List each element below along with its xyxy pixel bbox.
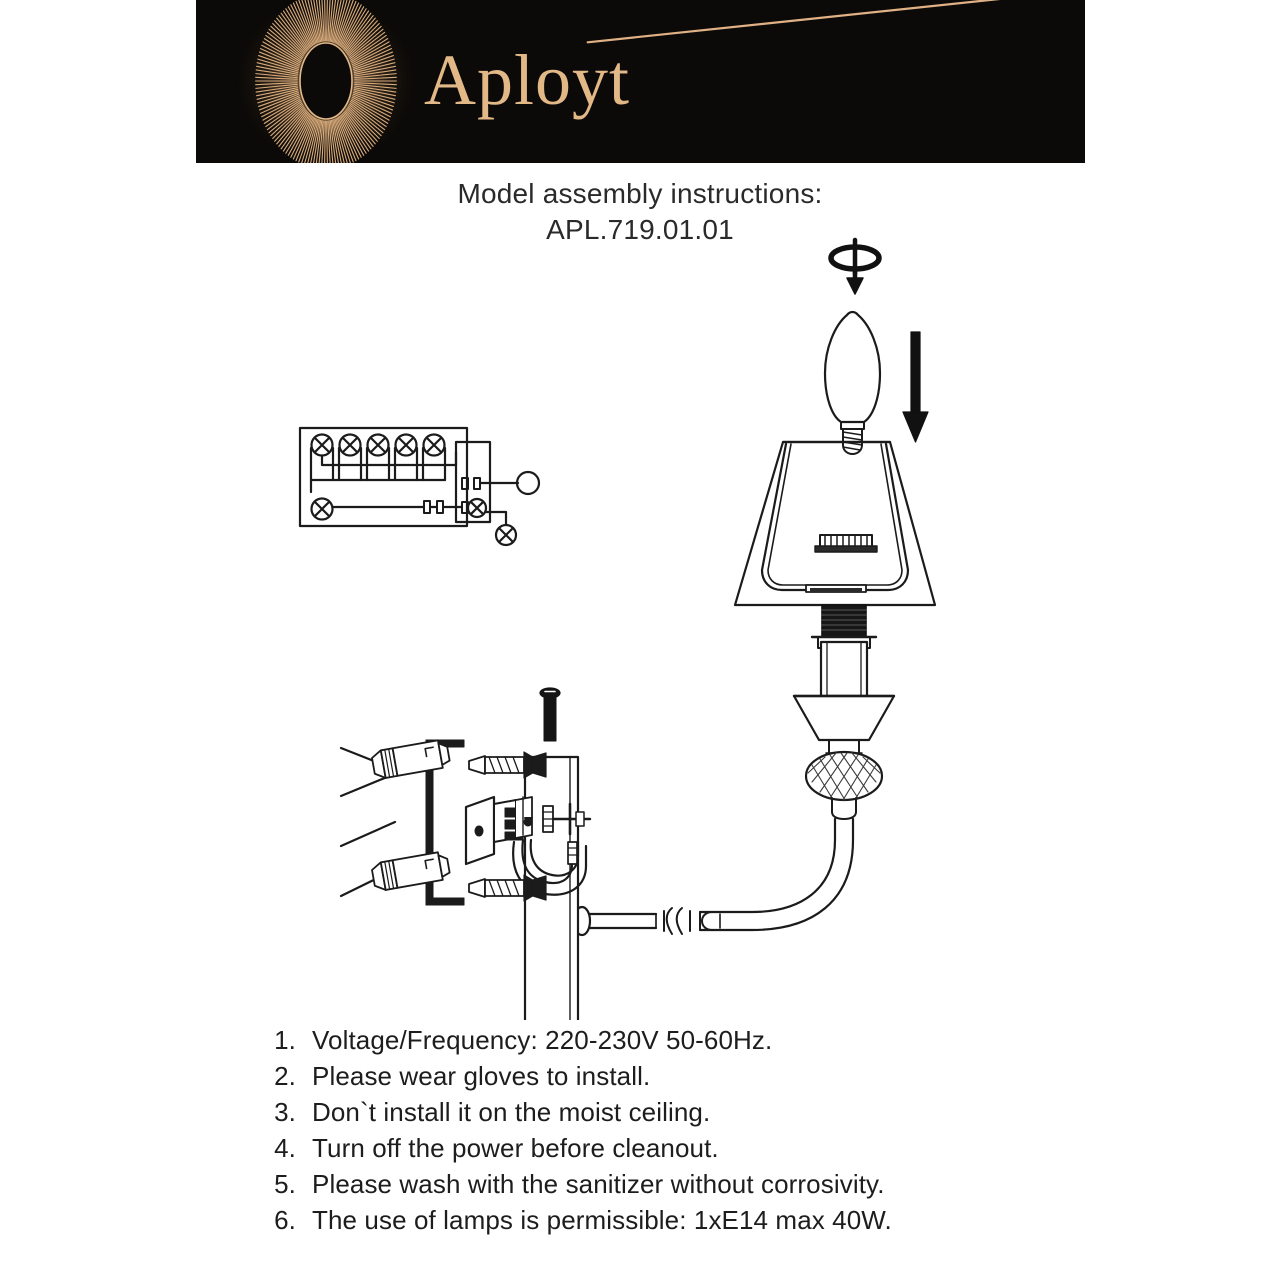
list-item-number: 5.: [274, 1169, 296, 1199]
instructions-list: 1. Voltage/Frequency: 220-230V 50-60Hz. …: [250, 1022, 1090, 1238]
trapezoid-lampshade: [733, 440, 937, 607]
list-item: 4. Turn off the power before cleanout.: [250, 1130, 1090, 1166]
terminal-screw: [310, 433, 446, 457]
list-item-number: 1.: [274, 1025, 296, 1055]
list-item-number: 2.: [274, 1061, 296, 1091]
list-item-text: Don`t install it on the moist ceiling.: [312, 1097, 711, 1127]
list-item-number: 4.: [274, 1133, 296, 1163]
header-graphics: [196, 0, 1085, 163]
mounting-hardware-group: [425, 739, 592, 906]
title-line-2: APL.719.01.01: [546, 214, 734, 245]
rotate-to-screw-icon: [828, 237, 882, 295]
list-item: 5. Please wash with the sanitizer withou…: [250, 1166, 1090, 1202]
threaded-mounting-rod: [524, 802, 592, 836]
mounting-screw: [468, 751, 547, 902]
wire-terminal-clip: [567, 841, 578, 865]
lamp-socket-e14: [810, 604, 878, 698]
list-item: 1. Voltage/Frequency: 220-230V 50-60Hz.: [250, 1022, 1090, 1058]
arm-center-decor: [655, 907, 691, 935]
list-item-text: Please wash with the sanitizer without c…: [312, 1169, 885, 1199]
list-item-text: The use of lamps is permissible: 1xE14 m…: [312, 1205, 892, 1235]
list-item-text: Turn off the power before cleanout.: [312, 1133, 719, 1163]
curved-lamp-arm: [572, 817, 855, 937]
shade-center-fitting: [814, 534, 878, 553]
insert-down-arrow-icon: [902, 331, 929, 443]
wall-sconce-assembly-diagram: [0, 230, 1280, 1020]
brand-header: Aployt: [196, 0, 1085, 163]
list-item-number: 3.: [274, 1097, 296, 1127]
list-item: 2. Please wear gloves to install.: [250, 1058, 1090, 1094]
terminal-block-wiring-diagram: [298, 426, 541, 547]
knurled-decorative-ball: [804, 739, 884, 820]
sunburst-ring-icon: [234, 0, 418, 163]
title-line-1: Model assembly instructions:: [457, 178, 823, 209]
list-item: 6. The use of lamps is permissible: 1xE1…: [250, 1202, 1090, 1238]
page-title: Model assembly instructions: APL.719.01.…: [0, 176, 1280, 248]
lamp-cone-flare: [792, 694, 896, 742]
bracket-terminal-housing: [493, 796, 533, 843]
corner-rays-icon: [586, 0, 1001, 44]
list-item-text: Voltage/Frequency: 220-230V 50-60Hz.: [312, 1025, 773, 1055]
candle-bulb-e14: [823, 310, 882, 455]
list-item: 3. Don`t install it on the moist ceiling…: [250, 1094, 1090, 1130]
arm-baluster-ornament: [699, 911, 721, 931]
list-item-number: 6.: [274, 1205, 296, 1235]
backplate-bolt: [539, 687, 561, 742]
bracket-mounting-plate: [464, 795, 496, 866]
wall-anchor-dowel: [371, 739, 451, 891]
list-item-text: Please wear gloves to install.: [312, 1061, 651, 1091]
